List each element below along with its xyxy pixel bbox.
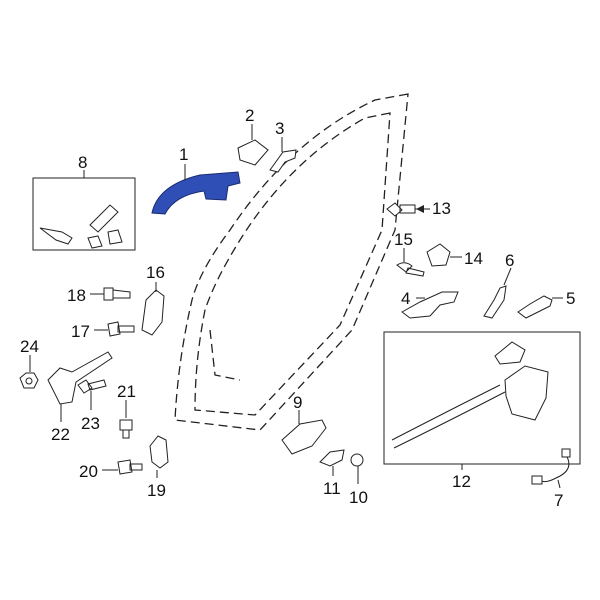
part-16-hinge[interactable] — [141, 282, 165, 336]
part-10-screw[interactable] — [350, 453, 364, 484]
part-19-hinge[interactable] — [149, 435, 169, 478]
door-outline — [174, 93, 409, 431]
callout-12: 12 — [452, 472, 471, 491]
callout-2: 2 — [245, 106, 254, 125]
callout-20: 20 — [79, 462, 98, 481]
callout-14: 14 — [464, 249, 483, 268]
callout-7: 7 — [554, 491, 563, 510]
callout-5: 5 — [566, 289, 575, 308]
callout-11: 11 — [323, 479, 341, 498]
callout-1: 1 — [179, 145, 188, 164]
part-6-rod-clip[interactable] — [483, 267, 512, 319]
part-17-bolt[interactable] — [94, 321, 135, 337]
callout-9: 9 — [293, 393, 302, 412]
part-4-actuator[interactable] — [401, 291, 459, 319]
part-3-gasket[interactable] — [269, 137, 297, 173]
part-15-screw[interactable] — [396, 248, 425, 277]
callout-24: 24 — [20, 337, 39, 356]
part-13-bolt[interactable] — [386, 202, 430, 217]
callout-8: 8 — [78, 153, 87, 172]
callout-19: 19 — [147, 481, 166, 500]
callout-4: 4 — [401, 289, 410, 308]
part-5-link[interactable] — [517, 295, 563, 319]
callout-21: 21 — [117, 382, 136, 401]
callout-22: 22 — [51, 425, 70, 444]
callout-15: 15 — [394, 230, 413, 249]
part-23-bolt[interactable] — [77, 379, 107, 410]
part-18-bolt[interactable] — [90, 287, 131, 301]
callout-18: 18 — [67, 286, 86, 305]
callout-3: 3 — [275, 119, 284, 138]
part-9-inside-handle[interactable] — [281, 410, 327, 455]
callout-23: 23 — [81, 414, 100, 433]
part-7-harness[interactable] — [531, 448, 571, 489]
part-11-bezel[interactable] — [319, 449, 345, 476]
callout-10: 10 — [349, 488, 368, 507]
callout-labels: 1 2 3 4 5 6 7 8 9 10 11 12 13 14 15 16 1… — [20, 106, 575, 510]
part-2-handle-cover[interactable] — [237, 124, 269, 166]
callout-13: 13 — [432, 199, 451, 218]
part-22-door-check[interactable] — [47, 351, 113, 422]
part-12-latch-assembly[interactable] — [383, 331, 581, 470]
part-20-bolt[interactable] — [102, 459, 143, 475]
part-21-bolt[interactable] — [119, 400, 133, 439]
part-8-lock-cylinder-set[interactable] — [32, 170, 136, 251]
callout-17: 17 — [71, 322, 90, 341]
callout-6: 6 — [505, 251, 514, 270]
callout-16: 16 — [146, 263, 165, 282]
part-24-nut[interactable] — [19, 355, 39, 389]
part-14-bracket[interactable] — [426, 243, 462, 267]
part-1-outside-handle[interactable] — [151, 164, 241, 215]
